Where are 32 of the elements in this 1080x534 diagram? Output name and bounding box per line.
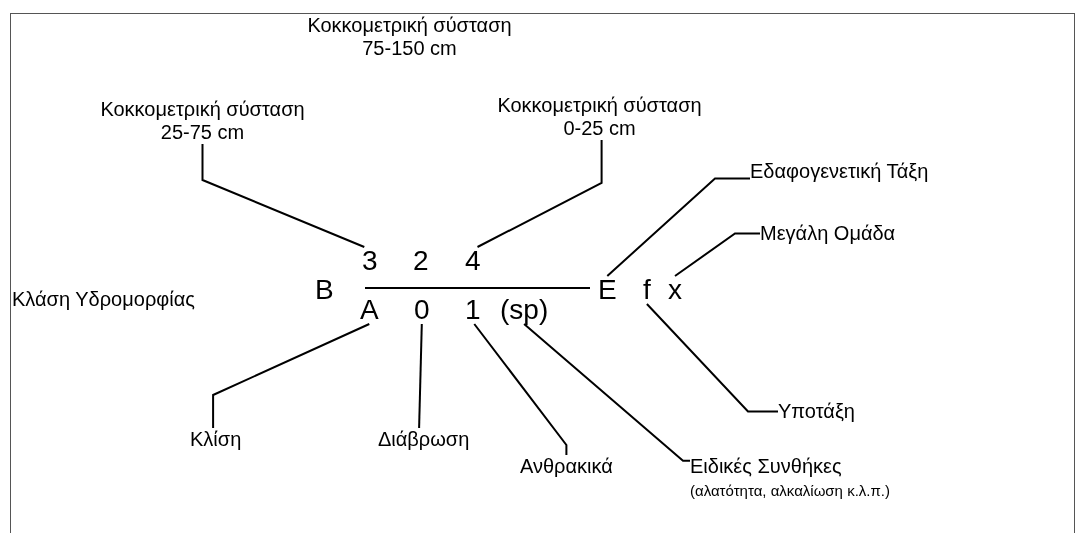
term-label: Εδαφογενετική Τάξη	[750, 160, 929, 183]
leader-line	[212, 323, 371, 429]
symbol-character: A	[360, 296, 379, 324]
note-text: (αλατότητα, αλκαλίωση κ.λ.π.)	[690, 482, 890, 500]
symbol-character: 0	[414, 296, 430, 324]
term-label: Κλάση Υδρομορφίας	[12, 288, 195, 311]
term-label: Ανθρακικά	[520, 455, 613, 478]
term-label: Μεγάλη Ομάδα	[760, 222, 896, 245]
symbol-character: 1	[465, 296, 481, 324]
symbol-character: 2	[413, 247, 429, 275]
term-label: Υποτάξη	[778, 400, 855, 423]
leader-line	[201, 143, 366, 248]
leader-line	[476, 139, 603, 248]
symbol-character: B	[315, 276, 334, 304]
term-label: Διάβρωση	[378, 428, 470, 451]
term-label: Ειδικές Συνθήκες	[690, 455, 843, 478]
symbol-character: x	[668, 276, 682, 304]
symbol-character: E	[598, 276, 617, 304]
leader-line	[523, 323, 691, 462]
leader-line	[606, 177, 751, 277]
term-label: Κοκκομετρική σύσταση 75-150 cm	[306, 14, 513, 60]
symbol-character: (sp)	[500, 296, 549, 324]
leader-line	[674, 232, 761, 277]
symbol-character: f	[643, 276, 651, 304]
leader-line	[645, 303, 779, 413]
leader-line	[473, 323, 568, 456]
leader-line	[418, 323, 423, 429]
term-label: Κοκκομετρική σύσταση 25-75 cm	[95, 98, 310, 144]
symbol-character: 3	[362, 247, 378, 275]
term-label: Κοκκομετρική σύσταση 0-25 cm	[492, 94, 707, 140]
symbol-character: 4	[465, 247, 481, 275]
term-label: Κλίση	[190, 428, 242, 451]
